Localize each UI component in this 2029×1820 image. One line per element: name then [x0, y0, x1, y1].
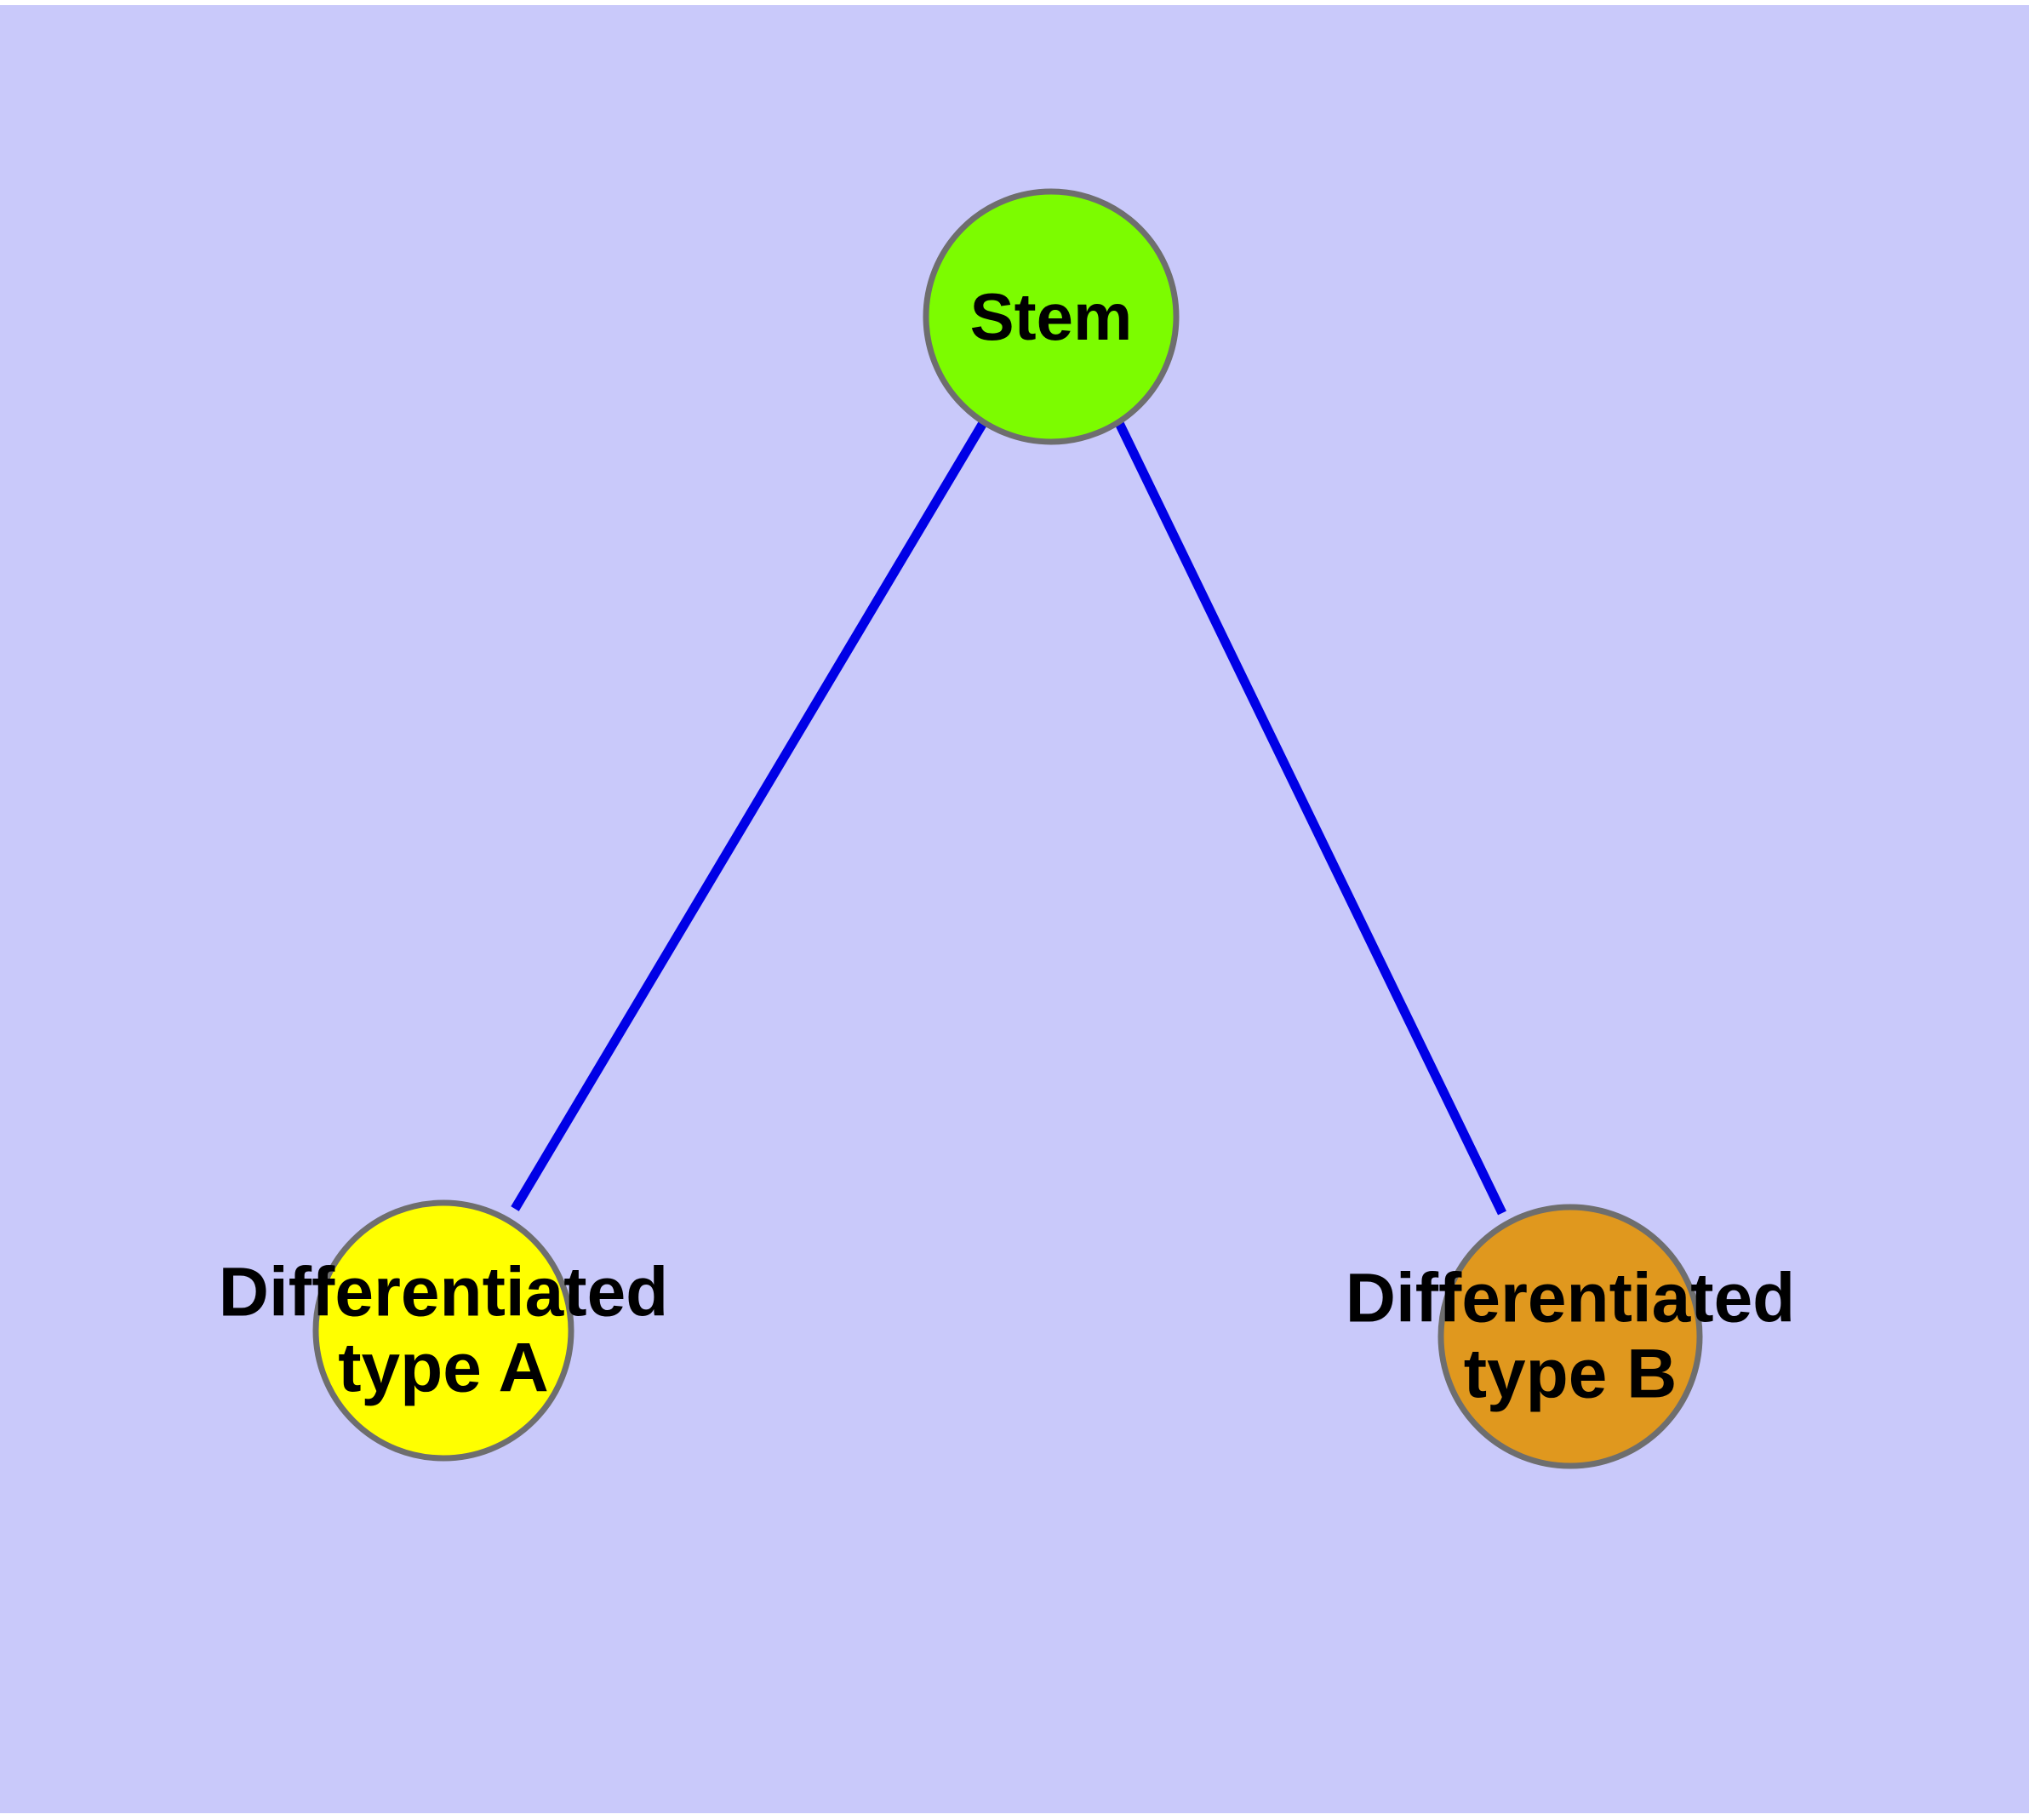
node-differentiated-type-b[interactable]: [1437, 1204, 1703, 1469]
edges-group: [511, 421, 1506, 1216]
nodes-group: [312, 188, 1703, 1469]
edge-stem-to-differentiated-type-b[interactable]: [1115, 421, 1506, 1216]
node-stem[interactable]: [923, 188, 1180, 445]
edge-stem-to-differentiated-type-a[interactable]: [511, 421, 987, 1211]
node-differentiated-type-a[interactable]: [312, 1199, 574, 1462]
